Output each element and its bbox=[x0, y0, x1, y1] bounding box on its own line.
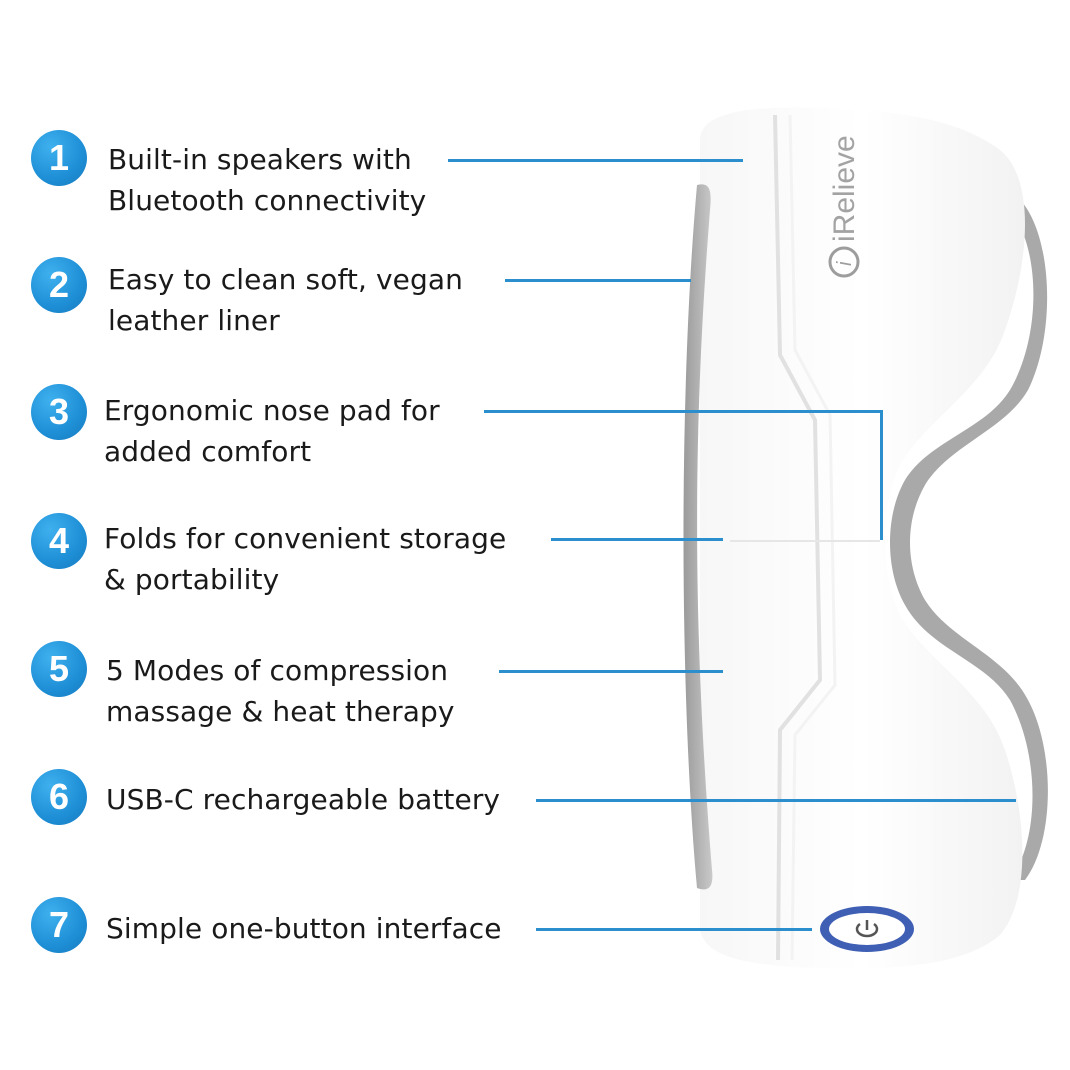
feature-3-leader-drop bbox=[880, 410, 883, 540]
feature-4-label: Folds for convenient storage & portabili… bbox=[104, 518, 506, 600]
device-liner-edge bbox=[683, 184, 713, 890]
feature-2-line-1: Easy to clean soft, vegan bbox=[108, 263, 463, 296]
device-crease bbox=[773, 114, 823, 961]
feature-5-label: 5 Modes of compression massage & heat th… bbox=[106, 650, 455, 732]
feature-3-line-2: added comfort bbox=[104, 435, 312, 468]
feature-6-label: USB-C rechargeable battery bbox=[106, 779, 500, 820]
feature-1-label: Built-in speakers with Bluetooth connect… bbox=[108, 139, 426, 221]
feature-5-leader-line bbox=[499, 670, 723, 673]
feature-1-line-1: Built-in speakers with bbox=[108, 143, 412, 176]
feature-4-badge: 4 bbox=[31, 513, 87, 569]
feature-5-line-2: massage & heat therapy bbox=[106, 695, 455, 728]
feature-5-badge: 5 bbox=[31, 641, 87, 697]
feature-4-line-2: & portability bbox=[104, 563, 280, 596]
device-back-rim bbox=[890, 195, 1048, 880]
feature-7-badge: 7 bbox=[31, 897, 87, 953]
feature-5-line-1: 5 Modes of compression bbox=[106, 654, 449, 687]
power-button[interactable] bbox=[820, 906, 914, 952]
feature-7-label: Simple one-button interface bbox=[106, 908, 502, 949]
feature-2-label: Easy to clean soft, vegan leather liner bbox=[108, 259, 463, 341]
feature-6-leader-line bbox=[536, 799, 1016, 802]
feature-1-leader-line bbox=[448, 159, 743, 162]
feature-7-leader-line bbox=[536, 928, 812, 931]
device-body bbox=[700, 107, 1025, 969]
feature-3-label: Ergonomic nose pad for added comfort bbox=[104, 390, 440, 472]
feature-2-line-2: leather liner bbox=[108, 304, 280, 337]
logo-i-mark: i bbox=[834, 261, 856, 266]
feature-1-badge: 1 bbox=[31, 130, 87, 186]
feature-1-line-2: Bluetooth connectivity bbox=[108, 184, 427, 217]
feature-7-line-1: Simple one-button interface bbox=[106, 912, 502, 945]
feature-3-badge: 3 bbox=[31, 384, 87, 440]
brand-logo: i iRelieve bbox=[828, 135, 861, 278]
power-icon bbox=[855, 922, 879, 938]
feature-3-leader-line bbox=[484, 410, 883, 413]
feature-3-line-1: Ergonomic nose pad for bbox=[104, 394, 440, 427]
logo-text: iRelieve bbox=[828, 135, 861, 242]
feature-2-leader-line bbox=[505, 279, 691, 282]
feature-4-leader-line bbox=[551, 538, 723, 541]
feature-6-line-1: USB-C rechargeable battery bbox=[106, 783, 501, 816]
feature-4-line-1: Folds for convenient storage bbox=[104, 522, 507, 555]
feature-2-badge: 2 bbox=[31, 257, 87, 313]
feature-6-badge: 6 bbox=[31, 769, 87, 825]
